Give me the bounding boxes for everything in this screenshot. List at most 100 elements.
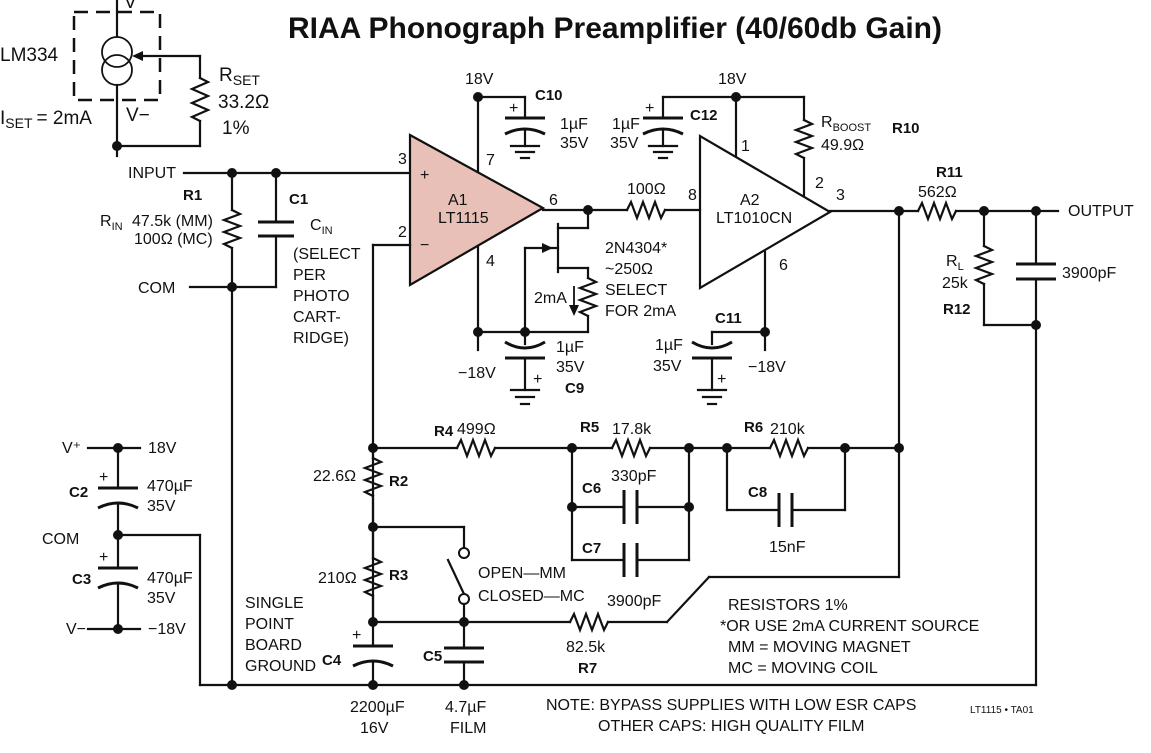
c4-plus: +	[352, 627, 361, 644]
c12-voltage: 35V	[610, 135, 639, 152]
c11-value: 1µF	[655, 337, 683, 354]
c1-note-1: (SELECT	[293, 246, 361, 263]
c1-note-3: PHOTO	[293, 288, 350, 305]
psu-vminus-label: V−	[66, 621, 86, 638]
c7-ref: C7	[582, 540, 601, 557]
ground-bus: SINGLE POINT BOARD GROUND	[116, 533, 1038, 690]
r2-ref: R2	[389, 473, 408, 490]
c10-value: 1µF	[560, 116, 588, 133]
a2-pin6: 6	[779, 257, 788, 274]
output-label: OUTPUT	[1068, 203, 1134, 220]
r-series-value: 100Ω	[627, 181, 666, 198]
r12-value: 25k	[942, 275, 969, 292]
r5-ref: R5	[580, 419, 599, 436]
c11-bypass-cap: + 1µF 35V C11	[653, 310, 767, 406]
iset-label: ISET= 2mA	[0, 108, 92, 131]
r1-ref: R1	[183, 187, 202, 204]
output-network: R11 562Ω OUTPUT RL 25k R12 3900pF	[828, 164, 1134, 687]
a1-pin7: 7	[486, 152, 495, 169]
c9-plus: +	[533, 371, 542, 388]
notes-block: RESISTORS 1% *OR USE 2mA CURRENT SOURCE …	[546, 597, 1034, 735]
c1-ref: C1	[289, 191, 308, 208]
a1-minus-sign: −	[420, 237, 429, 254]
lm334-current-source: LM334 V V− RSET 33.2Ω 1% ISET= 2mA	[0, 0, 269, 158]
c3-voltage: 35V	[147, 590, 176, 607]
c1-note-5: RIDGE)	[293, 330, 349, 347]
a1-pin6: 6	[549, 192, 558, 209]
r6-value: 210k	[770, 421, 806, 438]
c2-voltage: 35V	[147, 498, 176, 515]
c12-ref: C12	[690, 107, 718, 124]
a2-pin3: 3	[836, 187, 845, 204]
r10-value: 49.9Ω	[821, 137, 864, 154]
c6-value: 330pF	[611, 468, 657, 485]
c1-name: CIN	[310, 217, 333, 237]
switch-closed-label: CLOSED—MC	[478, 588, 585, 605]
c11-voltage: 35V	[653, 358, 682, 375]
ground-note-1: SINGLE	[245, 595, 304, 612]
psu-neg-value: −18V	[148, 621, 186, 638]
c6-ref: C6	[582, 480, 601, 497]
r10-name: RBOOST	[821, 114, 871, 134]
note-line-1: RESISTORS 1%	[728, 597, 848, 614]
ground-note-3: BOARD	[245, 637, 302, 654]
lm334-label: LM334	[0, 45, 59, 66]
bottom-note-2: OTHER CAPS: HIGH QUALITY FILM	[598, 718, 864, 735]
c9-voltage: 35V	[556, 359, 585, 376]
c11-ref: C11	[715, 310, 742, 327]
note-line-3: MM = MOVING MAGNET	[728, 639, 911, 656]
c12-plus: +	[645, 100, 654, 117]
schematic-title: RIAA Phonograph Preamplifier (40/60db Ga…	[288, 12, 942, 45]
c5-ref: C5	[423, 648, 442, 665]
c10-voltage: 35V	[560, 135, 589, 152]
a1-part: LT1115	[438, 210, 489, 227]
c10-bypass-cap: + C10 1µF 35V	[476, 87, 589, 160]
rset-tolerance: 1%	[222, 118, 250, 139]
r4-value: 499Ω	[457, 421, 496, 438]
a2-pin1: 1	[741, 138, 750, 155]
a1-supply-pos: 18V	[465, 71, 494, 88]
psu-pos-value: 18V	[148, 440, 177, 457]
rset-label: RSET	[219, 65, 260, 88]
c5-type: FILM	[450, 720, 486, 737]
c12-bypass-cap: + C12 1µF 35V	[610, 95, 718, 160]
r2-value: 22.6Ω	[313, 468, 356, 485]
c9-bypass-cap: + 1µF 35V C9	[476, 330, 585, 406]
r6-ref: R6	[744, 419, 763, 436]
input-network: INPUT COM R1 RIN 47.5k (MM) 100Ω (MC) C1…	[100, 165, 412, 687]
figure-id: LT1115 • TA01	[970, 705, 1034, 716]
a2-pin8: 8	[688, 187, 697, 204]
jfet-part: 2N4304*	[605, 240, 667, 257]
c4-ref: C4	[322, 652, 342, 669]
c2-ref: C2	[69, 484, 88, 501]
jfet-for: FOR 2mA	[605, 303, 676, 320]
a1-supply-neg: −18V	[458, 365, 496, 382]
com-label: COM	[138, 280, 175, 297]
a1-name: A1	[448, 192, 468, 209]
r7-value: 82.5k	[566, 639, 606, 656]
a1-pin4: 4	[486, 253, 495, 270]
c9-value: 1µF	[556, 339, 584, 356]
a2-part: LT1010CN	[716, 210, 792, 227]
r5-value: 17.8k	[612, 421, 652, 438]
r7-ref: R7	[578, 660, 597, 677]
r1-value-mc: 100Ω (MC)	[134, 231, 213, 248]
note-line-4: MC = MOVING COIL	[728, 660, 878, 677]
riaa-feedback-network: R4 499Ω R5 17.8k R6 210k 330pF C6 C7 390…	[368, 209, 904, 610]
c4-voltage: 16V	[360, 720, 389, 737]
r12-name: RL	[946, 253, 964, 273]
c1-note-4: CART-	[293, 309, 341, 326]
psu-vplus-label: V⁺	[62, 440, 81, 457]
r1-name: RIN	[100, 213, 123, 233]
r3-value: 210Ω	[318, 570, 357, 587]
jfet-current: 2mA	[534, 290, 567, 307]
buffer-a2: A2 LT1010CN 8 1 2 3 6 18V RBOOST 49.9Ω R…	[661, 71, 920, 376]
rset-value: 33.2Ω	[218, 92, 269, 113]
note-line-2: *OR USE 2mA CURRENT SOURCE	[720, 618, 979, 635]
a2-supply-pos: 18V	[718, 71, 747, 88]
c5-value: 4.7µF	[445, 699, 486, 716]
c10-ref: C10	[535, 87, 563, 104]
switch-open-label: OPEN—MM	[478, 565, 566, 582]
c4-value: 2200µF	[350, 699, 405, 716]
c8-ref: C8	[748, 484, 767, 501]
